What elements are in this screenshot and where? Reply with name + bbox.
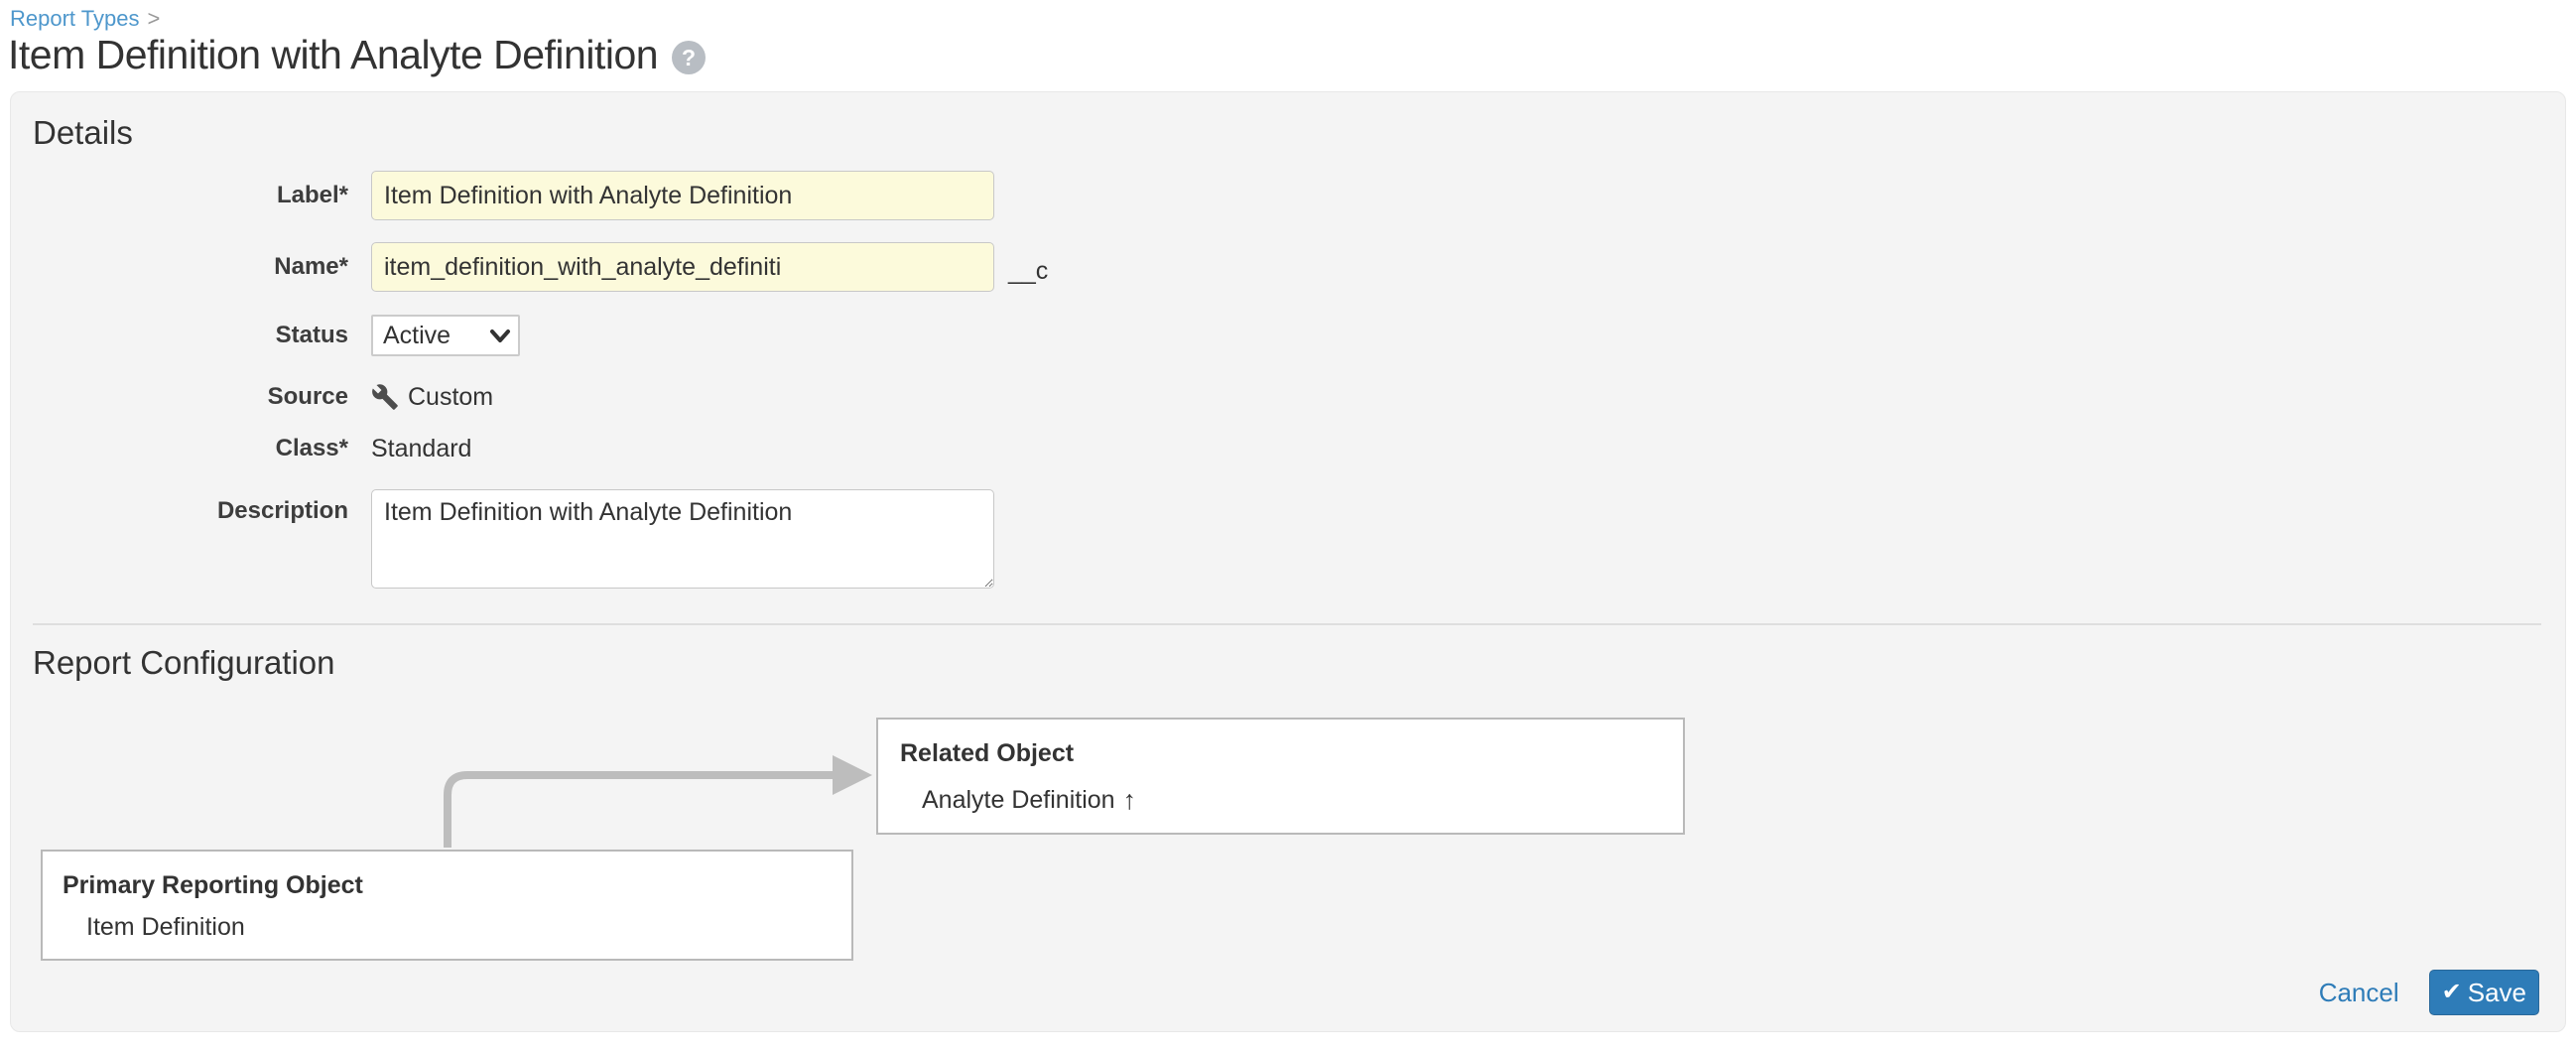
primary-reporting-object-value: Item Definition [86,913,245,941]
class-field-label: Class* [275,435,348,461]
wrench-icon [372,384,398,410]
report-configuration-heading: Report Configuration [33,644,335,681]
related-object-title: Related Object [900,739,1075,767]
source-value-row: Custom [371,380,493,414]
source-value: Custom [408,382,494,411]
primary-reporting-object-title: Primary Reporting Object [63,871,363,899]
related-object-value: Analyte Definition [922,786,1115,814]
source-field-label: Source [267,383,348,410]
primary-reporting-object-value-row: Item Definition [86,913,245,942]
breadcrumb-separator: > [147,6,161,31]
class-value: Standard [371,434,472,462]
name-input[interactable] [371,242,994,292]
description-field-label: Description [216,497,348,524]
cancel-button[interactable]: Cancel [2318,977,2399,1007]
save-button-label: Save [2467,977,2526,1007]
save-button[interactable]: ✔ Save [2428,970,2539,1015]
section-divider [33,623,2541,625]
footer-actions: Cancel ✔ Save [2319,970,2539,1015]
label-field-label: Label* [276,182,348,208]
breadcrumb: Report Types > [10,6,160,32]
name-field-label: Name* [274,253,348,280]
label-input[interactable] [371,171,994,220]
help-icon[interactable]: ? [672,41,707,74]
description-textarea[interactable]: Item Definition with Analyte Definition [371,489,994,589]
page-title: Item Definition with Analyte Definition [8,32,659,77]
primary-reporting-object-box: Primary Reporting Object Item Definition [41,850,853,961]
status-select-wrap: Active [371,315,520,356]
related-object-box: Related Object Analyte Definition ↑ [876,718,1685,835]
status-field-label: Status [275,322,348,348]
related-object-value-row: Analyte Definition ↑ [922,785,1136,816]
lookup-up-arrow-icon: ↑ [1122,785,1137,815]
class-value-row: Standard [371,432,471,465]
check-icon: ✔ [2441,979,2462,1005]
breadcrumb-link-report-types[interactable]: Report Types [10,6,140,31]
details-heading: Details [33,114,133,151]
name-suffix: __c [1008,257,1049,285]
status-select[interactable]: Active [371,315,520,356]
page-title-row: Item Definition with Analyte Definition … [8,30,707,79]
edit-panel: Details Label* Name* __c Status Active S… [10,91,2566,1032]
